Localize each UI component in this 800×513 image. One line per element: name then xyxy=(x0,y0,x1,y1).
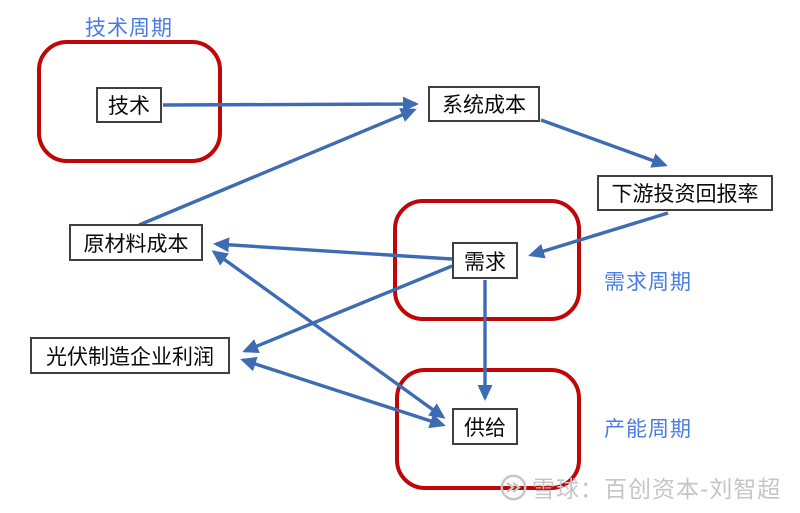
capacity-cycle-label: 产能周期 xyxy=(604,417,692,441)
edge-technology-to-system-cost xyxy=(162,96,419,112)
tech-cycle-label: 技术周期 xyxy=(85,16,173,40)
watermark: 雪球：百创资本-刘智超 xyxy=(500,470,781,504)
xueqiu-logo-icon xyxy=(500,474,527,501)
node-pv-maker-profit: 光伏制造企业利润 xyxy=(30,337,230,374)
edge-raw-material-cost-to-system-cost xyxy=(138,108,417,227)
capacity-cycle-frame xyxy=(395,368,581,490)
node-technology: 技术 xyxy=(96,87,162,123)
node-demand: 需求 xyxy=(452,242,518,279)
node-system-cost: 系统成本 xyxy=(428,86,540,122)
edge-downstream-roi-to-demand xyxy=(528,211,669,259)
edge-pv-maker-profit-supply-bidirectional xyxy=(240,356,446,429)
tech-cycle-frame xyxy=(37,40,222,163)
edge-demand-to-raw-material-cost xyxy=(213,237,453,261)
watermark-text: 雪球：百创资本-刘智超 xyxy=(532,477,782,503)
demand-cycle-label: 需求周期 xyxy=(604,270,692,294)
edge-system-cost-to-downstream-roi xyxy=(540,118,668,168)
node-supply: 供给 xyxy=(452,408,518,445)
edge-demand-to-pv-maker-profit xyxy=(242,264,453,353)
edge-raw-material-cost-supply-bidirectional xyxy=(211,250,446,419)
node-raw-material-cost: 原材料成本 xyxy=(69,224,203,261)
node-downstream-roi: 下游投资回报率 xyxy=(597,175,773,211)
